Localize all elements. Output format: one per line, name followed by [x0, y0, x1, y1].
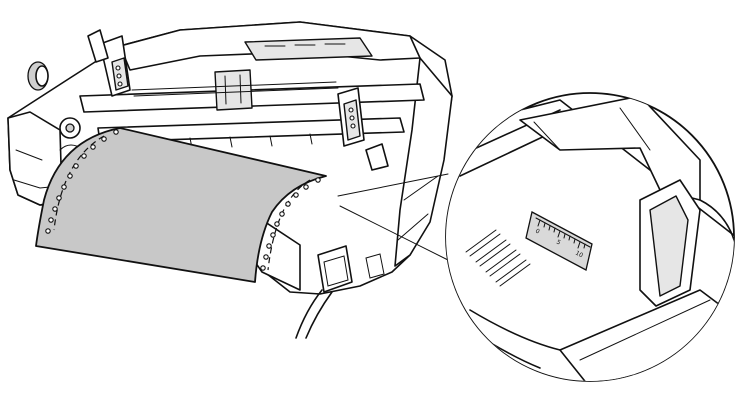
scale-label-5: 5: [555, 239, 562, 247]
left-sprocket-holes: [45, 129, 119, 234]
vent-grille: [465, 229, 531, 287]
continuous-paper: [35, 127, 327, 283]
tractor-assembly: [27, 29, 425, 171]
power-cable: [295, 245, 385, 339]
scale-label-10: 10: [574, 250, 584, 260]
scale-label-0: 0: [534, 228, 541, 236]
callout-lines: [337, 173, 449, 261]
magnifier-circle: 0 5 10: [445, 92, 735, 382]
paper-position-scale: 0 5 10: [525, 211, 593, 271]
right-sprocket-holes: [260, 177, 321, 271]
scale-ticks: [537, 219, 586, 249]
